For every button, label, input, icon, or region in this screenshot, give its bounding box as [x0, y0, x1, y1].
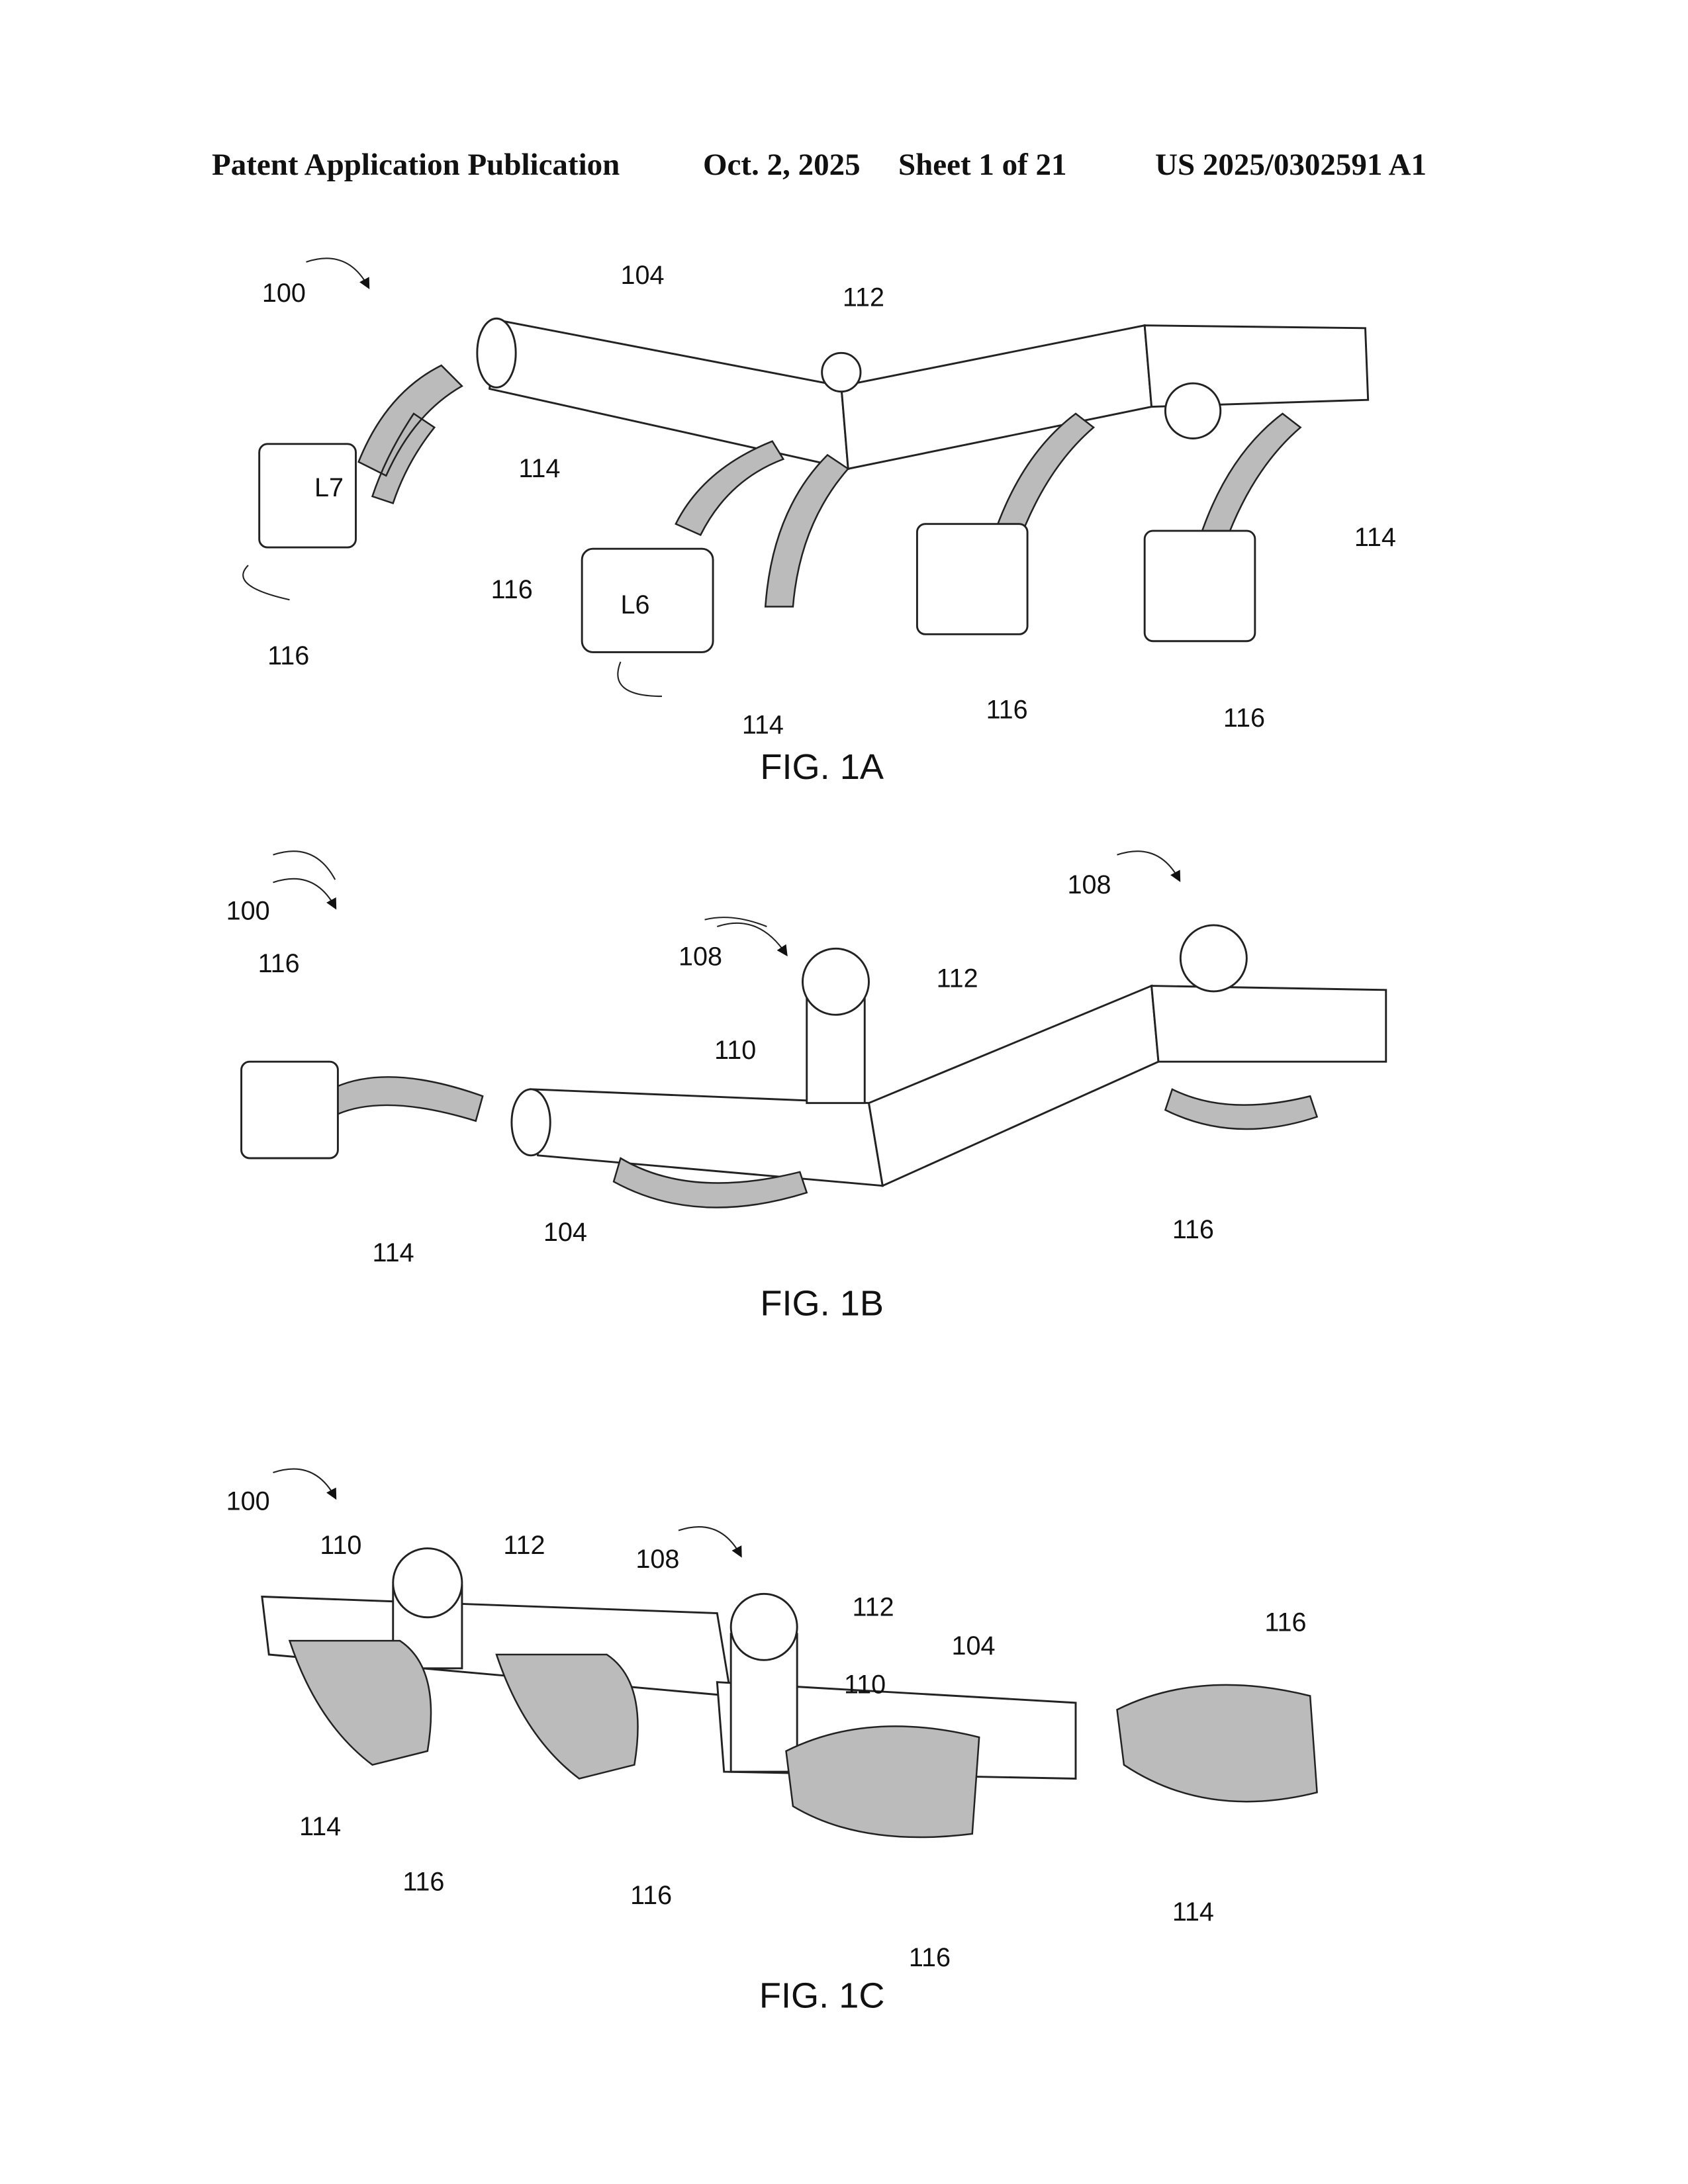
ref-label: 112 — [937, 964, 978, 993]
ref-label: 114 — [1354, 523, 1396, 552]
ref-label: 100 — [226, 897, 270, 926]
ref-label: 108 — [1068, 870, 1111, 899]
ref-label: 114 — [518, 454, 560, 483]
ref-label: 110 — [844, 1670, 886, 1699]
connector-mark-l6: L6 — [621, 590, 650, 619]
ref-label: 116 — [630, 1881, 672, 1910]
ref-label: 116 — [258, 949, 300, 978]
figure-caption: FIG. 1A — [760, 747, 884, 787]
ref-label: 116 — [491, 575, 533, 604]
ref-label: 116 — [909, 1943, 951, 1972]
figure-1c: 100 110 112 108 112 104 110 116 114 116 … — [226, 1469, 1317, 2016]
ref-label: 108 — [679, 942, 722, 971]
ref-label: 112 — [843, 283, 884, 312]
ref-label: 116 — [986, 695, 1028, 724]
ref-label: 116 — [402, 1867, 444, 1896]
ref-label: 116 — [267, 641, 309, 670]
ref-label: 100 — [262, 279, 306, 308]
ref-label: 110 — [320, 1531, 361, 1560]
figure-1a: L7 L6 100 104 112 114 114 116 116 114 11… — [243, 258, 1396, 787]
ref-label: 116 — [1264, 1608, 1306, 1637]
ref-label: 116 — [1172, 1215, 1214, 1244]
ref-label: 104 — [621, 261, 665, 290]
figure-caption: FIG. 1B — [760, 1283, 884, 1323]
ref-label: 112 — [853, 1593, 894, 1622]
ref-label: 108 — [635, 1545, 679, 1574]
ref-label: 114 — [373, 1238, 414, 1267]
figure-1b: 100 108 116 108 112 110 114 104 116 FIG.… — [226, 851, 1386, 1323]
ref-label: 104 — [952, 1631, 996, 1661]
connector-mark-l7: L7 — [314, 473, 344, 502]
ref-label: 114 — [1172, 1897, 1214, 1927]
ref-label: 114 — [299, 1812, 341, 1841]
ref-label: 104 — [543, 1218, 587, 1247]
figure-caption: FIG. 1C — [759, 1976, 885, 2015]
ref-label: 116 — [1223, 704, 1265, 733]
ref-label: 100 — [226, 1486, 270, 1516]
ref-label: 114 — [742, 710, 784, 739]
ref-label: 112 — [503, 1531, 545, 1560]
ref-label: 110 — [714, 1036, 756, 1065]
